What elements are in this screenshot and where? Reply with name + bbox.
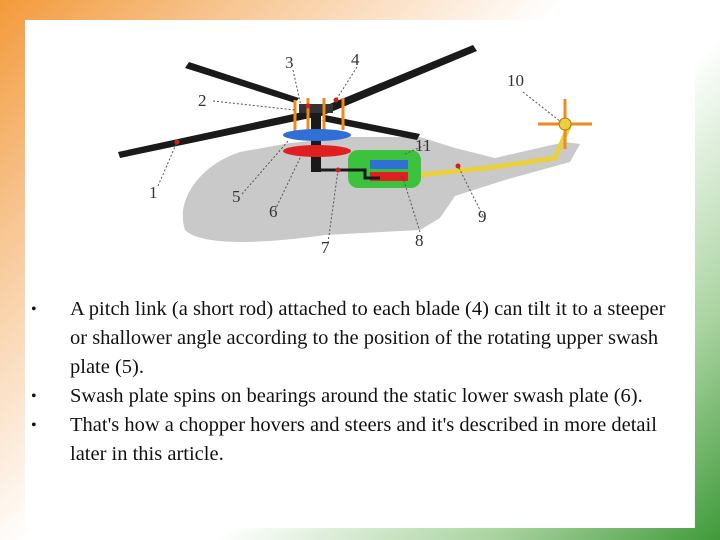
tail-rotor: [538, 99, 592, 149]
bullet-icon: •: [31, 388, 37, 405]
bullet-list: • A pitch link (a short rod) attached to …: [25, 295, 685, 469]
callout-8: 8: [415, 231, 424, 250]
marker-dots: [174, 97, 461, 181]
helicopter-diagram: 1 2 3 4 5 6 7 8 9 10 11: [25, 20, 695, 290]
bullet-item: • That's how a chopper hovers and steers …: [25, 411, 685, 469]
bullet-text: Swash plate spins on bearings around the…: [70, 385, 643, 407]
leader-lines: [157, 66, 562, 244]
callout-3: 3: [285, 53, 294, 72]
upper-swash-plate: [283, 129, 351, 141]
fuselage: [182, 137, 581, 242]
callout-9: 9: [478, 207, 487, 226]
bullet-item: • A pitch link (a short rod) attached to …: [25, 295, 685, 382]
callout-10: 10: [507, 71, 524, 90]
callout-4: 4: [351, 50, 360, 69]
callout-7: 7: [321, 238, 330, 257]
callout-5: 5: [232, 187, 241, 206]
lower-swash-plate: [283, 145, 351, 157]
callout-11: 11: [415, 136, 431, 155]
bullet-item: • Swash plate spins on bearings around th…: [25, 382, 685, 411]
callout-6: 6: [269, 202, 278, 221]
bullet-text: That's how a chopper hovers and steers a…: [70, 414, 657, 465]
helicopter-rotor-diagram: 1 2 3 4 5 6 7 8 9 10 11: [118, 45, 592, 257]
tail-drive-shaft: [419, 122, 573, 178]
slide: 1 2 3 4 5 6 7 8 9 10 11 • A pitch link (a…: [25, 20, 695, 528]
callout-1: 1: [149, 183, 158, 202]
rotor-blades: [118, 45, 477, 158]
bullet-icon: •: [31, 301, 37, 318]
bullet-icon: •: [31, 417, 37, 434]
bullet-text: A pitch link (a short rod) attached to e…: [70, 298, 666, 378]
callout-2: 2: [198, 91, 207, 110]
rotor-hub: [299, 104, 333, 113]
